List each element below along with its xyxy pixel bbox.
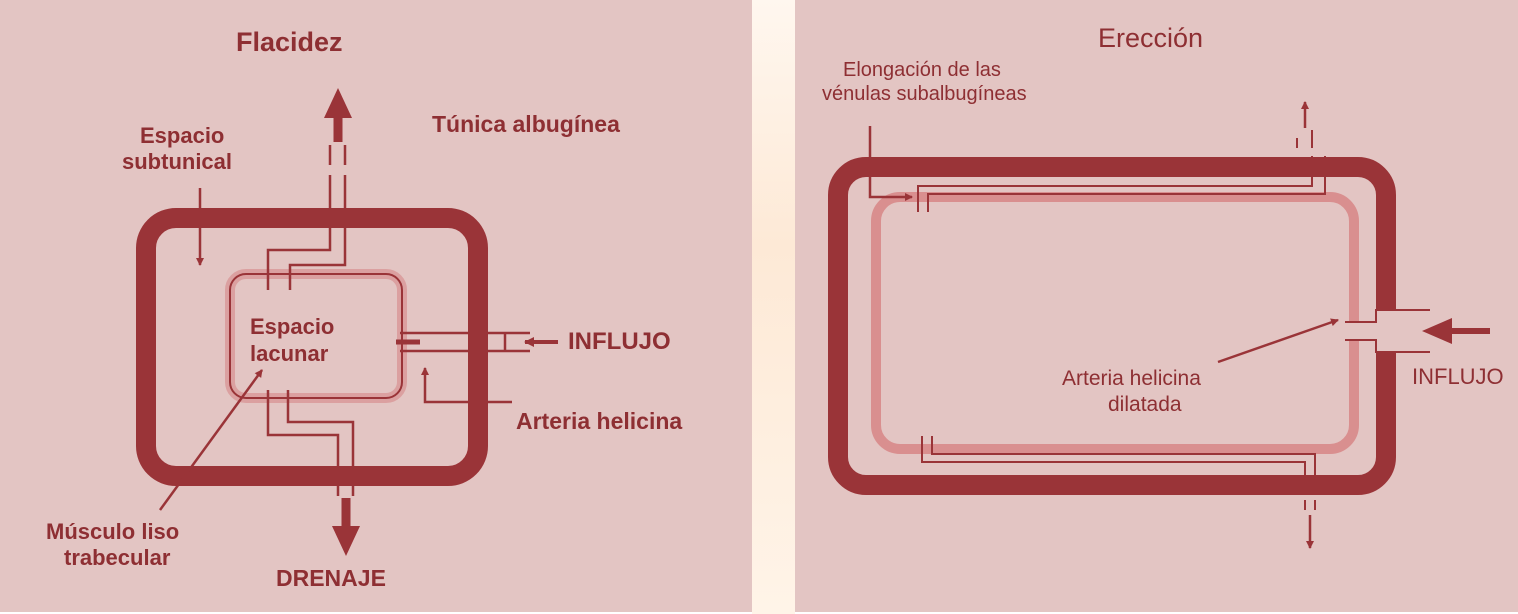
ereccion-panel [795,0,1518,612]
label-arteria-dilatada-1: Arteria helicina [1062,367,1201,390]
label-espacio-lacunar-2: lacunar [250,341,329,366]
helicine-artery-dilatada [1345,309,1430,353]
label-espacio-lacunar-1: Espacio [250,314,335,339]
label-arteria-dilatada-2: dilatada [1108,393,1182,416]
label-influjo-flacidez: INFLUJO [568,328,671,355]
pointer-musculo-liso [158,369,264,511]
watermark-strip [752,0,795,614]
label-musculo-liso-2: trabecular [64,545,171,570]
venules-bottom-ereccion [921,436,1316,510]
label-espacio-subtunical-1: Espacio [140,123,225,148]
label-influjo-ereccion: INFLUJO [1412,364,1504,389]
venules-bottom-flacidez [266,390,355,496]
tunica-albuginea-ereccion [828,157,1396,495]
drainage-arrow-down [332,498,360,556]
label-tunica-albuginea: Túnica albugínea [432,111,620,137]
label-musculo-liso-1: Músculo liso [46,519,180,544]
venules-top-flacidez [266,145,347,290]
flacidez-panel [0,0,752,612]
label-drenaje: DRENAJE [276,565,386,591]
pointer-elongacion [868,126,913,201]
label-elongacion-1: Elongación de las [843,59,1001,81]
helicine-artery-flacidez [396,331,530,353]
label-espacio-subtunical-2: subtunical [122,149,233,174]
trabecular-muscle-ring-flacidez [225,269,407,403]
influjo-arrow-ereccion [1422,318,1490,344]
label-elongacion-2: vénulas subalbugíneas [822,83,1027,105]
venules-top-ereccion [917,130,1326,212]
pointer-arteria-dilatada [1217,318,1339,364]
title-flacidez: Flacidez [236,27,343,57]
label-arteria-helicina: Arteria helicina [516,408,683,434]
tunica-albuginea-flacidez [136,208,488,486]
drainage-arrow-up [324,88,352,142]
pointer-arteria-helicina [421,367,512,404]
title-ereccion: Erección [1098,23,1204,53]
